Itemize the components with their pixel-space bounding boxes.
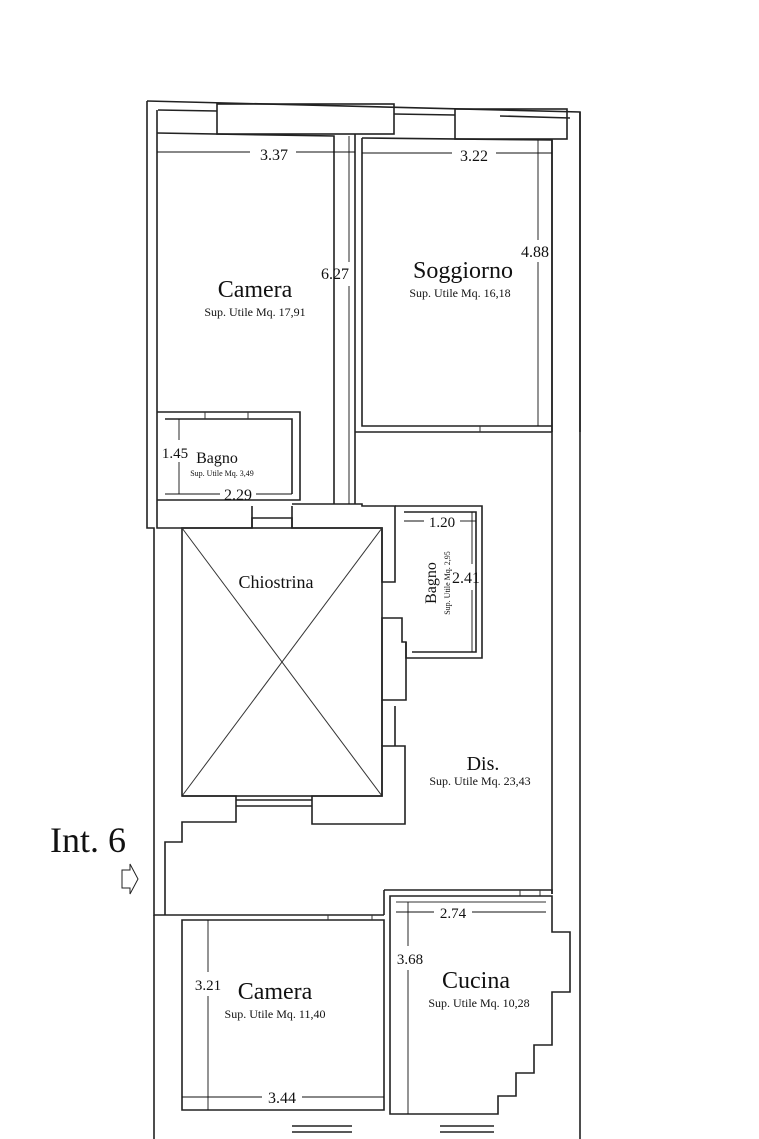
cucina-walls — [389, 895, 571, 1115]
dis-area: Sup. Utile Mq. 23,43 — [429, 774, 530, 788]
upper-rooms — [156, 132, 553, 504]
chiostrina-name: Chiostrina — [239, 572, 314, 592]
camera-bottom-area: Sup. Utile Mq. 11,40 — [225, 1007, 326, 1021]
camera-bottom-walls — [181, 915, 385, 1111]
dimension-lines — [157, 136, 552, 1114]
dim-bagno-left-width: 2.29 — [224, 487, 252, 504]
dim-soggiorno-width: 3.22 — [460, 148, 488, 165]
entrance-arrow-icon — [121, 863, 139, 895]
unit-label: Int. 6 — [50, 820, 126, 860]
soggiorno-name: Soggiorno — [413, 258, 513, 284]
camera-bottom-name: Camera — [238, 979, 313, 1005]
bagno-left-walls — [157, 411, 301, 501]
bagno-left-area: Sup. Utile Mq. 3,49 — [190, 469, 254, 478]
dim-camera-bottom-width: 3.44 — [268, 1090, 296, 1107]
dim-bagno-right-width: 1.20 — [429, 515, 455, 531]
dis-walls — [165, 889, 553, 916]
dim-soggiorno-height: 4.88 — [521, 244, 549, 261]
soggiorno-area: Sup. Utile Mq. 16,18 — [409, 286, 510, 300]
bagno-right-walls — [395, 505, 483, 659]
cucina-area: Sup. Utile Mq. 10,28 — [428, 996, 529, 1010]
window-camera-top — [216, 103, 395, 135]
camera-top-name: Camera — [218, 277, 293, 303]
bagno-right-name: Bagno — [423, 562, 440, 604]
dim-camera-top-height: 6.27 — [321, 266, 349, 283]
dis-name: Dis. — [467, 753, 500, 775]
dim-bagno-left-height: 1.45 — [162, 446, 188, 462]
window-soggiorno — [454, 108, 568, 140]
bagno-right-area: Sup. Utile Mq. 2,95 — [443, 551, 452, 615]
dim-cucina-width: 2.74 — [440, 906, 467, 922]
dim-bagno-right-height: 2.41 — [452, 570, 480, 587]
dim-camera-bottom-height: 3.21 — [195, 978, 221, 994]
cucina-name: Cucina — [442, 968, 510, 994]
bagno-left-name: Bagno — [196, 450, 238, 467]
camera-top-area: Sup. Utile Mq. 17,91 — [204, 305, 305, 319]
dim-camera-top-width: 3.37 — [260, 147, 288, 164]
dim-cucina-height: 3.68 — [397, 952, 423, 968]
chiostrina-walls — [156, 500, 407, 915]
